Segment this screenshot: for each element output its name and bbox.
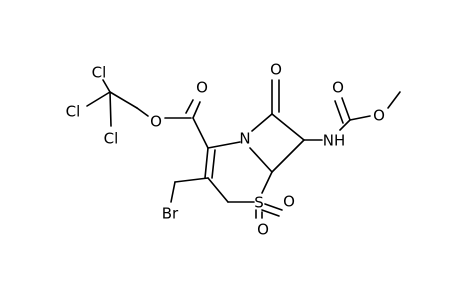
atom-n-ring: N [239, 130, 250, 148]
bond-c2-n [207, 141, 241, 149]
atom-cl-bottom: Cl [104, 130, 119, 148]
bond-c3-ch2 [174, 177, 209, 183]
bond-ccl3-ch2 [109, 91, 138, 109]
atom-s-ring: S [254, 194, 264, 212]
bond-ester-co-2 [185, 99, 194, 114]
bond-ch2-o [136, 107, 149, 117]
atom-o-sulfone-bottom: O [257, 221, 269, 239]
bond-o-methyl [387, 91, 401, 109]
bond-s-o-right-2 [261, 209, 280, 217]
bond-c2-c3-b [211, 149, 216, 179]
bond-c8-c7 [271, 113, 305, 141]
bond-s-o-right-1 [264, 203, 283, 211]
atom-o-sulfone-right: O [283, 193, 295, 211]
bond-s-c6 [261, 171, 273, 194]
atom-o-ester-single: O [150, 113, 162, 131]
atom-br: Br [162, 205, 179, 223]
atom-nh: NH [323, 132, 346, 150]
bond-ch2-br [170, 181, 176, 203]
bond-nh-c [339, 119, 351, 131]
bond-n-c8 [251, 113, 273, 132]
bond-ester-co-1 [192, 101, 201, 119]
bond-c2-c3-a [204, 147, 209, 179]
bond-c-omethoxy [349, 115, 371, 121]
atom-cl-left: Cl [66, 103, 81, 121]
atom-o-lactam: O [270, 61, 282, 79]
bond-c3-c4 [207, 177, 229, 203]
bond-c7-c6 [271, 139, 305, 173]
bond-c6-n [249, 147, 273, 173]
bond-c-cl-top [102, 79, 111, 93]
bond-c-cl-left [86, 91, 111, 107]
atom-o-methoxy: O [373, 107, 385, 125]
atom-labels: Cl Cl Cl O O N O O O NH S O O Br [66, 61, 385, 239]
bond-carbamate-co-2 [334, 100, 344, 124]
bond-c-cl-bottom [109, 91, 112, 127]
atom-o-ester-carbonyl: O [196, 79, 208, 97]
bonds [86, 79, 401, 219]
atom-cl-top: Cl [92, 64, 107, 82]
atom-o-carbamate-carbonyl: O [332, 79, 344, 97]
bond-ester-c-ring [192, 117, 209, 149]
bond-carbamate-co-1 [341, 97, 351, 121]
